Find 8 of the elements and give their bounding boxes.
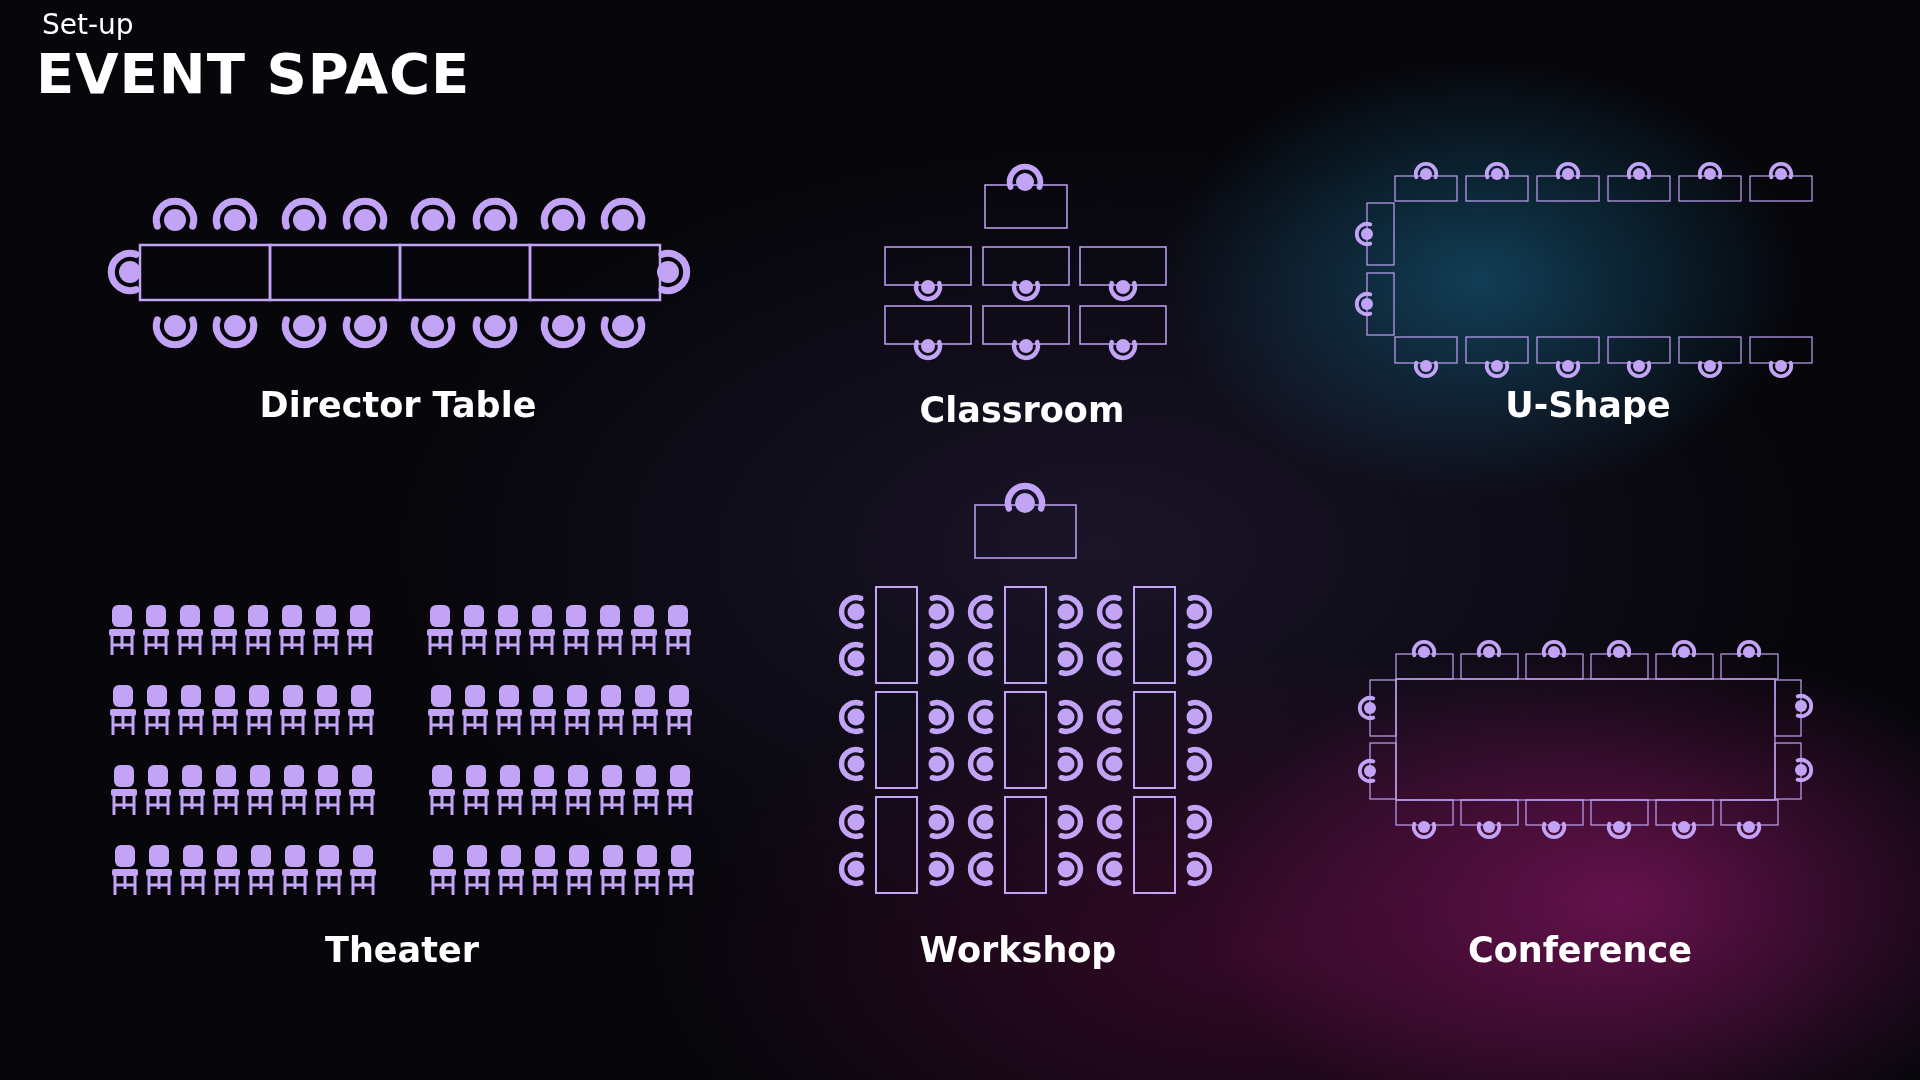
layout-name: U-Shape <box>1505 385 1671 425</box>
layout-name: Theater <box>325 930 479 970</box>
layout-name: Workshop <box>919 930 1117 970</box>
title: EVENT SPACE <box>36 46 471 102</box>
subtitle: Set-up <box>42 8 134 41</box>
layout-name: Classroom <box>919 390 1125 430</box>
layout-name: Conference <box>1468 930 1692 970</box>
layout-name: Director Table <box>259 385 537 425</box>
